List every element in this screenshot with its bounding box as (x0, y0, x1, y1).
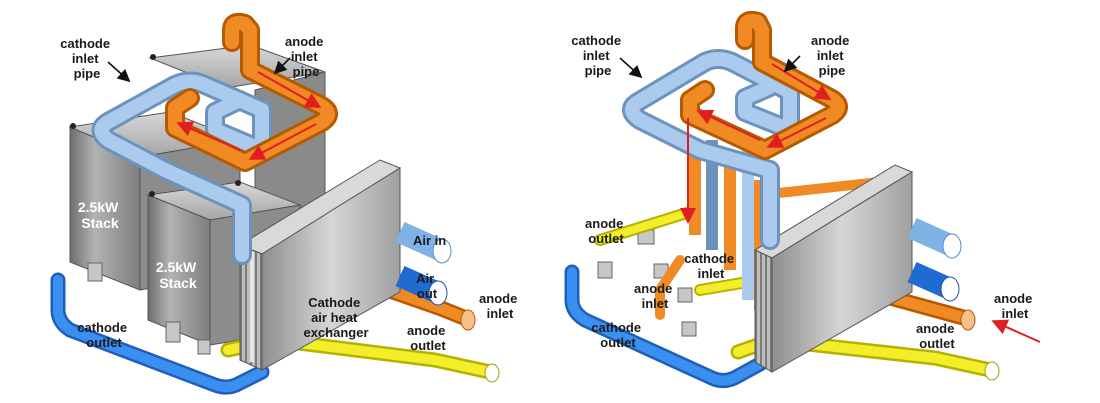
label-anode-inlet-right: anode inlet (994, 291, 1036, 321)
label-anode-inlet-pipe-right: anode inlet pipe (811, 33, 853, 78)
label-cathode-inlet-pipe: cathode inlet pipe (60, 36, 113, 81)
label-anode-inlet-pipe: anode inlet pipe (285, 34, 327, 79)
label-stack-front: 2.5kW Stack (156, 259, 200, 291)
label-cathode-outlet: cathode outlet (77, 320, 130, 350)
cathode-air-heat-exchanger-right (753, 164, 914, 373)
cathode-inlet-pipe-right (622, 49, 800, 250)
label-heat-exchanger: Cathode air heat exchanger (303, 295, 368, 340)
label-air-out: Air out (416, 271, 438, 301)
label-anode-outlet: anode outlet (407, 323, 449, 353)
right-figure: cathode inlet pipe anode inlet pipe anod… (564, 10, 1041, 389)
cathode-outlet-pipe-right (564, 264, 768, 389)
label-anode-outlet-lower: anode outlet (916, 321, 958, 351)
cathode-air-heat-exchanger (238, 159, 402, 371)
left-figure: cathode inlet pipe anode inlet pipe 2.5k… (50, 12, 521, 395)
label-cathode-inlet: cathode inlet (684, 251, 737, 281)
label-anode-inlet: anode inlet (479, 291, 521, 321)
cathode-outlet-pipe (50, 272, 270, 395)
label-anode-outlet-upper: anode outlet (585, 216, 627, 246)
label-cathode-outlet-right: cathode outlet (591, 320, 644, 350)
label-anode-inlet-mid: anode inlet (634, 281, 676, 311)
label-air-in: Air in (413, 233, 446, 248)
cathode-inlet-pipe (91, 71, 272, 265)
label-stack-back: 2.5kW Stack (78, 199, 122, 231)
label-cathode-inlet-pipe-right: cathode inlet pipe (571, 33, 624, 78)
